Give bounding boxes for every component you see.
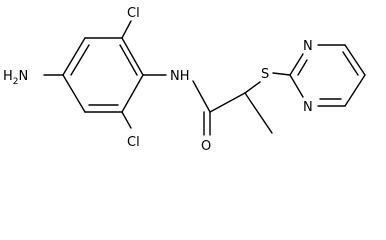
amine-label: H2N xyxy=(3,69,28,87)
bond-ring-double-2 xyxy=(119,44,138,76)
carbonyl-o-label: O xyxy=(201,139,211,154)
bond-alpha-methyl xyxy=(244,92,273,134)
bond-nh-carbonyl xyxy=(192,80,211,113)
amide-nh-label: NH xyxy=(170,69,190,84)
bond-alpha-s xyxy=(244,81,261,94)
bond-pyr-double-1 xyxy=(297,59,308,76)
bond-c3-cl-top xyxy=(121,20,132,39)
molecule-structure: H2N Cl Cl NH O S N N xyxy=(3,6,366,154)
thioether-s-label: S xyxy=(261,67,269,82)
bond-s-pyrimidine xyxy=(272,72,291,76)
bond-pyr-n3-c2 xyxy=(289,74,304,98)
bond-ring-c3-c4 xyxy=(121,37,144,76)
bond-ring-c1-c2 xyxy=(62,37,86,76)
bond-pyr-c6-c5 xyxy=(344,44,366,76)
bond-ring-c6-c1 xyxy=(62,74,86,113)
bond-ring-c4-c5 xyxy=(121,74,144,113)
bond-pyr-c5-c4 xyxy=(344,74,366,107)
pyrimidine-n-bottom-label: N xyxy=(303,100,313,115)
molecule-canvas: H2N Cl Cl NH O S N N xyxy=(3,6,366,154)
bond-ring-double-1 xyxy=(70,44,90,76)
bond-pyr-double-2 xyxy=(342,51,359,76)
bond-carbonyl-alpha xyxy=(209,92,246,113)
chlorine-top-label: Cl xyxy=(127,6,140,21)
bond-c5-cl-bottom xyxy=(121,111,132,129)
bond-pyr-c2-n1 xyxy=(289,53,304,76)
pyrimidine-n-top-label: N xyxy=(303,39,313,54)
chlorine-bottom-label: Cl xyxy=(127,135,140,150)
